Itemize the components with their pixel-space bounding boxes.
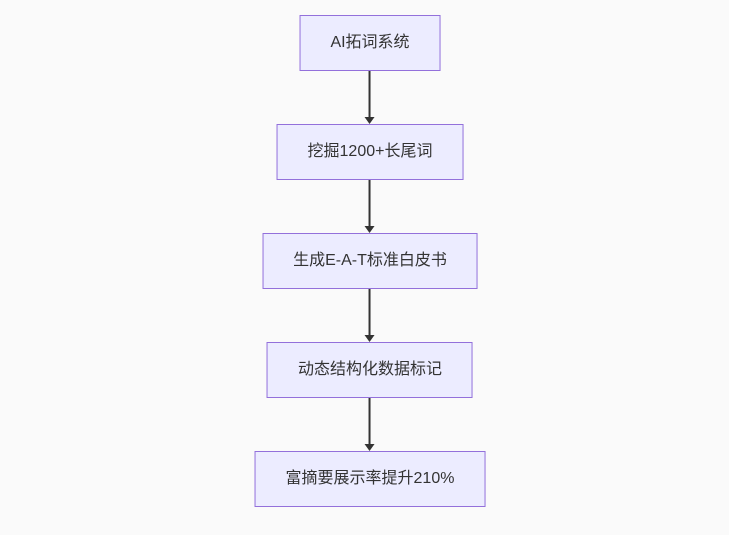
arrow-down-icon [365, 71, 375, 124]
flow-node-longtail-keywords: 挖掘1200+长尾词 [276, 124, 464, 180]
arrow-head-icon [365, 335, 375, 342]
flow-node-structured-data-markup: 动态结构化数据标记 [266, 342, 473, 398]
arrow-down-icon [365, 398, 375, 451]
arrow-down-icon [365, 180, 375, 233]
arrow-line [369, 398, 371, 444]
arrow-head-icon [365, 117, 375, 124]
arrow-head-icon [365, 226, 375, 233]
flowchart: AI拓词系统 挖掘1200+长尾词 生成E-A-T标准白皮书 动态结构化数据标记… [254, 15, 486, 507]
flow-node-ai-word-system: AI拓词系统 [299, 15, 441, 71]
arrow-down-icon [365, 289, 375, 342]
arrow-line [369, 71, 371, 117]
arrow-head-icon [365, 444, 375, 451]
flow-node-eat-whitepaper: 生成E-A-T标准白皮书 [262, 233, 478, 289]
arrow-line [369, 289, 371, 335]
arrow-line [369, 180, 371, 226]
flow-node-rich-snippet-rate: 富摘要展示率提升210% [254, 451, 486, 507]
